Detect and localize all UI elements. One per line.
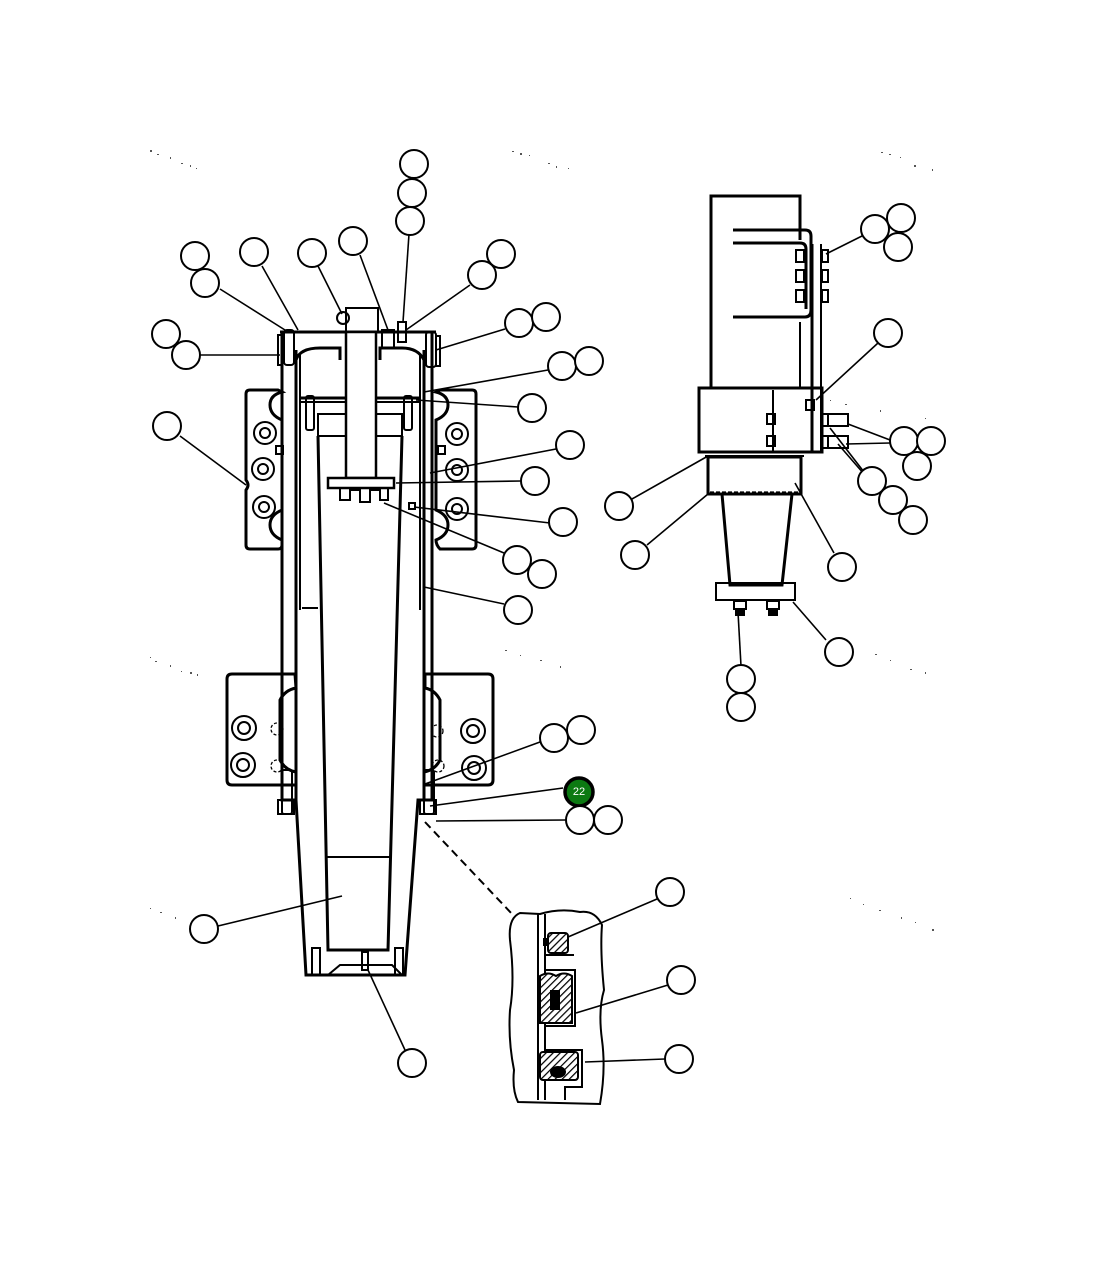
callout-balloon[interactable] [889, 426, 919, 456]
callout-balloon[interactable] [503, 595, 533, 625]
callout-balloon[interactable] [655, 877, 685, 907]
callout-balloon[interactable] [566, 715, 596, 745]
callout-balloon[interactable] [397, 178, 427, 208]
callout-balloon[interactable] [878, 485, 908, 515]
callout-balloon[interactable] [180, 241, 210, 271]
callout-balloons: 22 [151, 149, 946, 1078]
callout-balloon[interactable] [824, 637, 854, 667]
callout-balloon[interactable] [239, 237, 269, 267]
callout-balloon[interactable] [827, 552, 857, 582]
leader-lines [179, 233, 891, 1063]
callout-balloon[interactable] [555, 430, 585, 460]
callout-balloon[interactable] [297, 238, 327, 268]
callout-balloon[interactable] [502, 545, 532, 575]
callout-balloon[interactable] [726, 692, 756, 722]
callout-balloon[interactable] [857, 466, 887, 496]
callout-balloon[interactable] [539, 723, 569, 753]
callout-balloon[interactable] [574, 346, 604, 376]
callout-balloon[interactable] [486, 239, 516, 269]
callout-balloon[interactable] [520, 466, 550, 496]
callout-balloon[interactable] [604, 491, 634, 521]
callout-balloon[interactable] [902, 451, 932, 481]
callout-balloon[interactable] [593, 805, 623, 835]
callout-balloon[interactable] [338, 226, 368, 256]
callout-balloon[interactable] [886, 203, 916, 233]
callout-balloon[interactable] [395, 206, 425, 236]
callout-balloon-selected[interactable]: 22 [563, 776, 595, 808]
callout-balloon[interactable] [152, 411, 182, 441]
callout-balloon[interactable] [527, 559, 557, 589]
callout-balloon[interactable] [726, 664, 756, 694]
callout-balloon[interactable] [517, 393, 547, 423]
callout-balloon[interactable] [397, 1048, 427, 1078]
callout-balloon[interactable] [664, 1044, 694, 1074]
callout-balloon[interactable] [151, 319, 181, 349]
callout-balloon[interactable] [666, 965, 696, 995]
callout-balloon[interactable] [171, 340, 201, 370]
callout-balloon[interactable] [547, 351, 577, 381]
callout-balloon[interactable] [399, 149, 429, 179]
callout-balloon[interactable] [190, 268, 220, 298]
scan-artifacts [150, 150, 934, 931]
callout-balloon[interactable] [898, 505, 928, 535]
main-cylinder-assembly [225, 307, 495, 977]
callout-balloon[interactable] [504, 308, 534, 338]
callout-balloon[interactable] [548, 507, 578, 537]
seal-detail-view [424, 821, 606, 1106]
callout-balloon[interactable] [916, 426, 946, 456]
callout-balloon[interactable] [860, 214, 890, 244]
callout-label: 22 [573, 786, 585, 798]
callout-balloon[interactable] [565, 805, 595, 835]
callout-balloon[interactable] [189, 914, 219, 944]
side-view-assembly [697, 194, 849, 616]
callout-balloon[interactable] [531, 302, 561, 332]
callout-balloon[interactable] [883, 232, 913, 262]
callout-balloon[interactable] [873, 318, 903, 348]
callout-balloon[interactable] [620, 540, 650, 570]
callout-balloon[interactable] [467, 260, 497, 290]
